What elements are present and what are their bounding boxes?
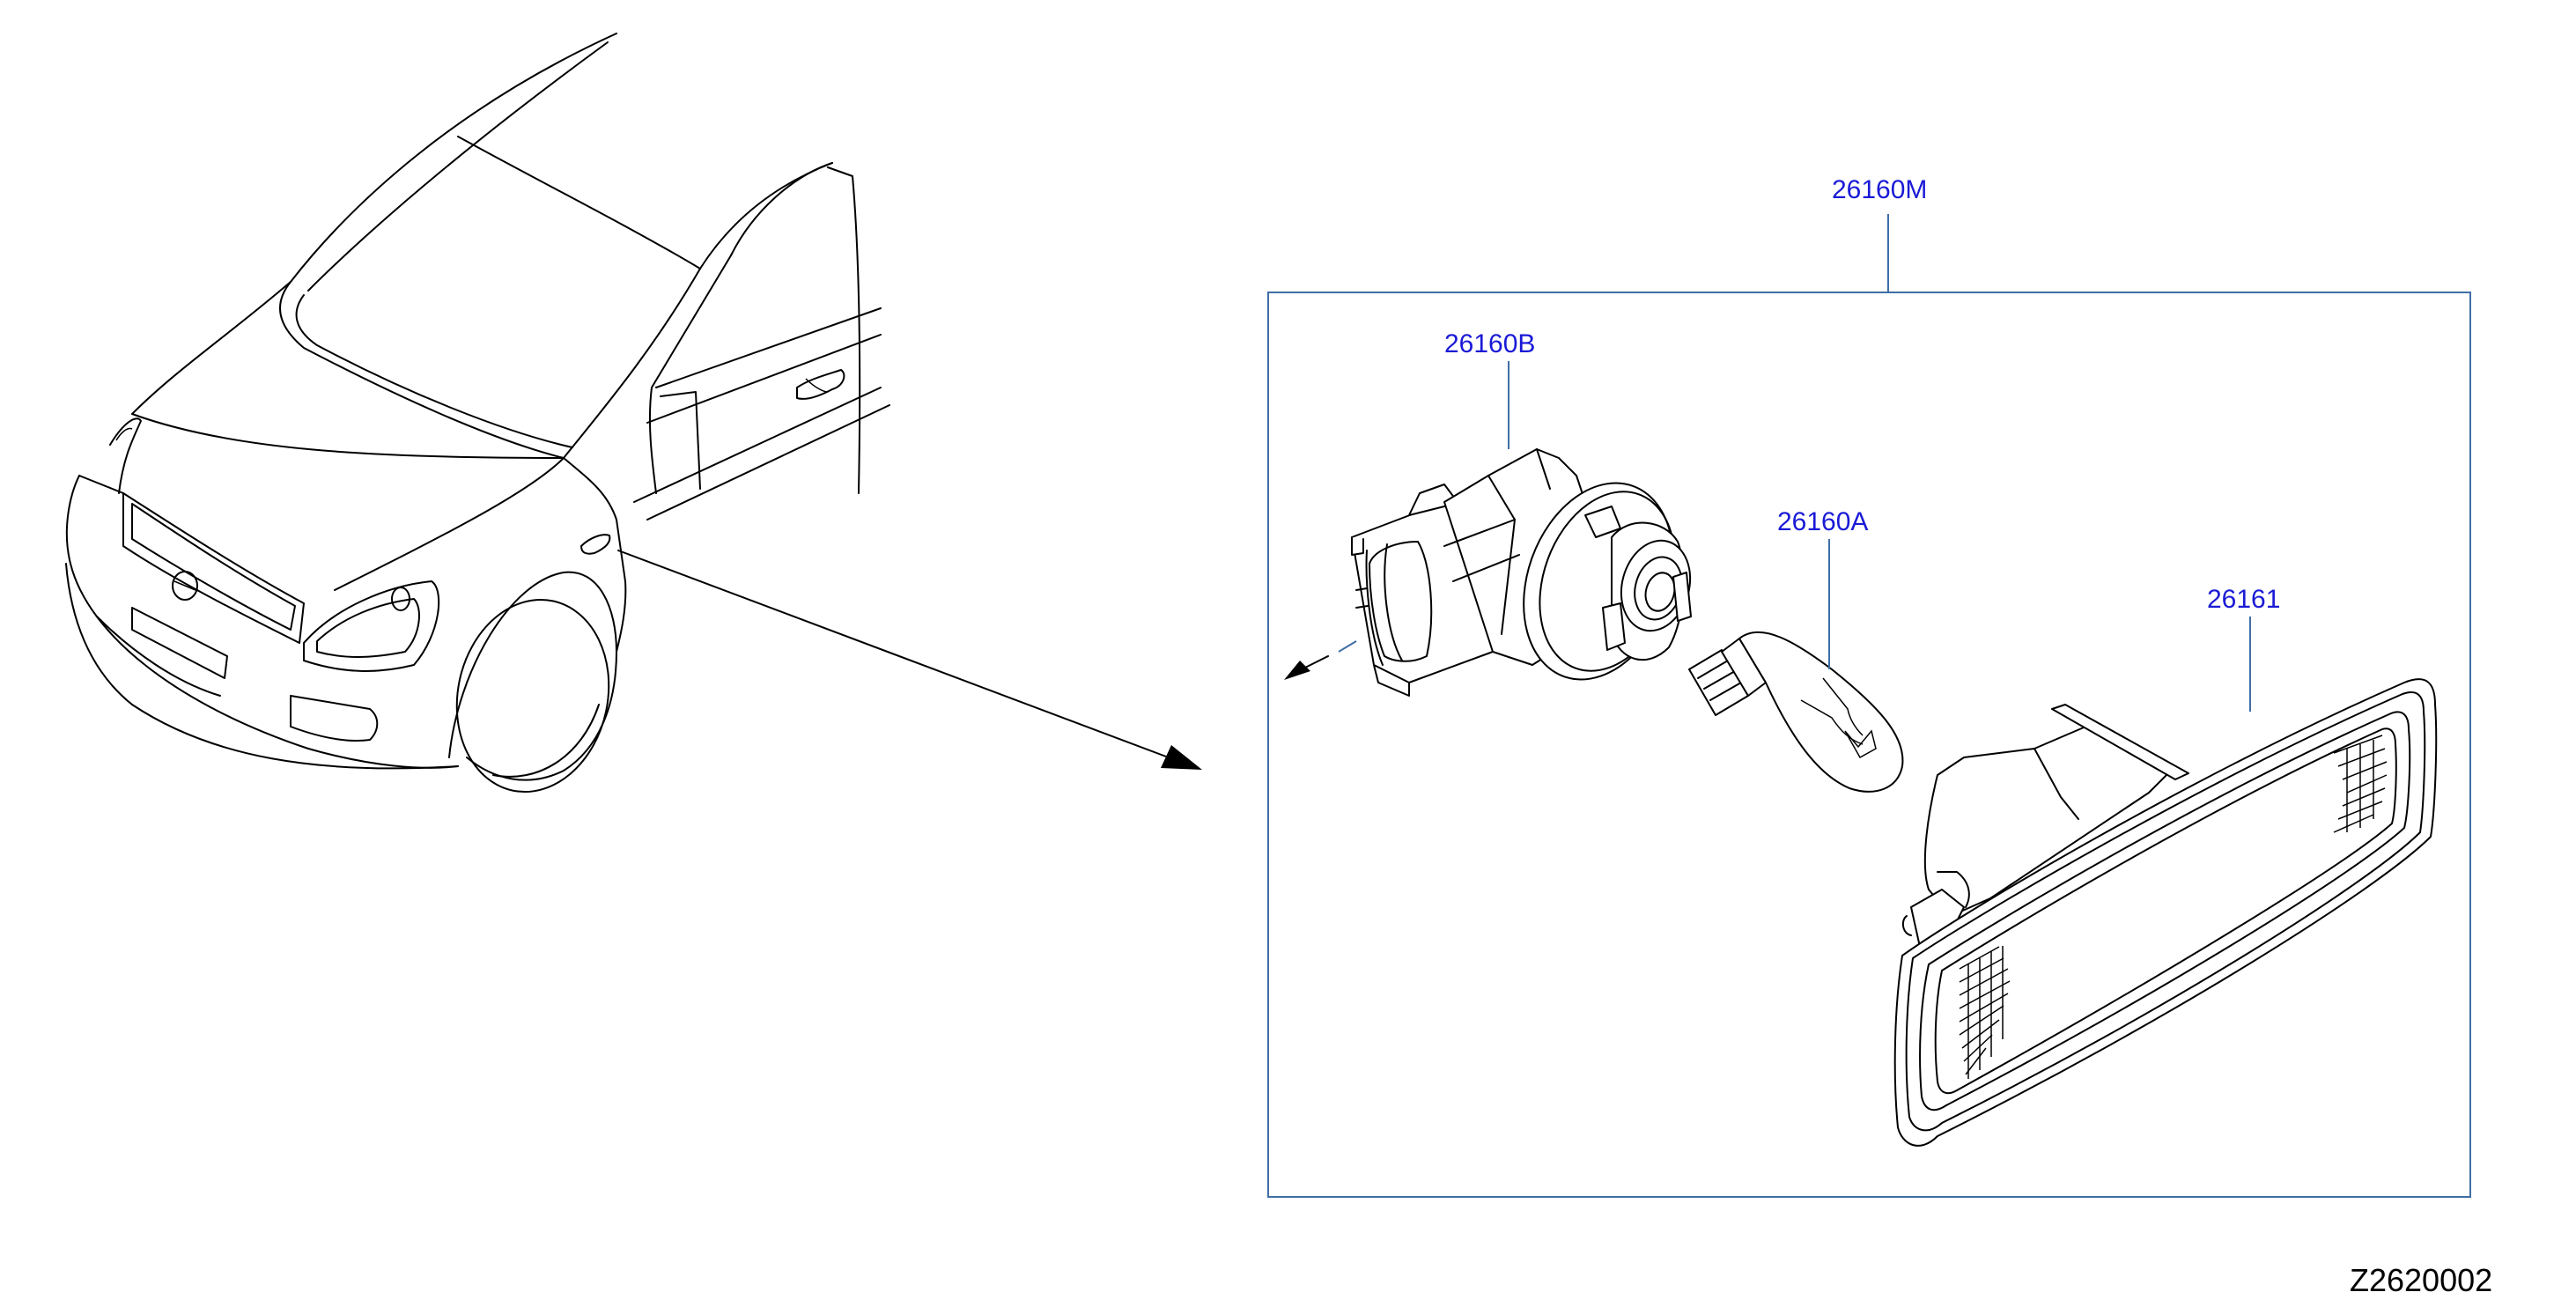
location-arrowhead — [1161, 745, 1202, 770]
part-label-26160B: 26160B — [1444, 329, 1535, 358]
diagram-code: Z2620002 — [2350, 1262, 2492, 1298]
car-illustration — [65, 33, 890, 794]
lens-prism-pattern-left — [1959, 946, 2011, 1079]
part-label-26160M: 26160M — [1832, 175, 1927, 204]
location-arrow — [617, 550, 1202, 770]
bulb-drawing — [1688, 631, 1904, 793]
lens-drawing — [1893, 678, 2438, 1147]
lens-prism-pattern-right — [2333, 735, 2388, 833]
socket-drawing — [1284, 448, 1692, 697]
part-label-26161: 26161 — [2207, 585, 2280, 614]
connector-direction-arrow — [1284, 661, 1310, 680]
assembly-box — [1267, 292, 2471, 1198]
part-label-26160A: 26160A — [1777, 507, 1868, 536]
